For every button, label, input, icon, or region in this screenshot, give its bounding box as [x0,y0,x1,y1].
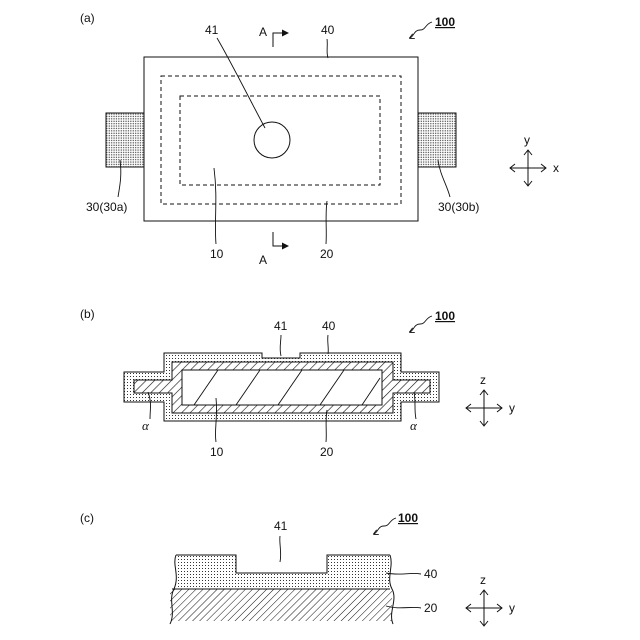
section-marker-top [273,33,288,47]
axis-zy-b [466,390,502,426]
outer-package-40 [144,57,418,221]
axis-b-z-label: z [480,373,486,387]
opening-41 [254,122,290,158]
label-c-41: 41 [274,519,288,533]
panel-c: (c) 100 41 40 20 z y [80,511,515,626]
leader-b-20 [326,410,327,442]
panel-a: (a) 100 A A 41 40 10 20 30(30a) 30(30b) [80,11,559,267]
dashed-boundary-10 [180,96,380,185]
panel-c-ref-100: 100 [398,511,418,525]
layer-20-enlarged [170,589,392,621]
axis-zy-c [466,590,502,626]
label-b-20: 20 [320,445,334,459]
label-alpha-left: α [142,418,150,433]
label-alpha-right: α [410,418,418,433]
axis-c-y-label: y [509,601,515,615]
section-marker-bottom [273,232,288,246]
panel-b: (b) 100 41 40 10 20 α α [80,307,515,459]
panel-a-ref-arrow [410,22,432,38]
label-b-41: 41 [274,319,288,333]
terminal-30a [106,113,144,167]
panel-c-ref-arrow [374,518,396,534]
leader-41 [217,38,265,128]
label-30b: 30(30b) [438,200,479,214]
leader-c-41 [280,536,281,562]
axis-b-y-label: y [509,401,515,415]
label-10: 10 [210,247,224,261]
panel-c-tag: (c) [80,511,94,525]
axis-y-label: y [524,133,530,147]
label-30a: 30(30a) [86,200,127,214]
layer-40-enlarged [176,555,390,589]
panel-b-ref-100: 100 [435,309,455,323]
label-20: 20 [320,247,334,261]
label-A-bottom: A [259,253,267,267]
label-40: 40 [321,23,335,37]
label-c-40: 40 [424,567,438,581]
label-41: 41 [205,23,219,37]
leader-40 [327,39,328,58]
terminal-30b [418,113,456,167]
panel-b-tag: (b) [80,307,95,321]
label-A-top: A [259,25,267,39]
label-c-20: 20 [424,601,438,615]
leader-20 [326,201,327,244]
axis-c-z-label: z [480,573,486,587]
leader-b-41 [280,335,281,356]
axis-xy [510,150,546,186]
label-b-10: 10 [210,445,224,459]
panel-a-tag: (a) [80,11,95,25]
leader-c-40 [386,573,421,574]
label-b-40: 40 [322,319,336,333]
leader-b-40 [328,335,329,354]
leader-10 [214,168,216,244]
panel-a-ref-100: 100 [435,15,455,29]
axis-x-label: x [553,161,559,175]
panel-b-ref-arrow [410,316,432,332]
